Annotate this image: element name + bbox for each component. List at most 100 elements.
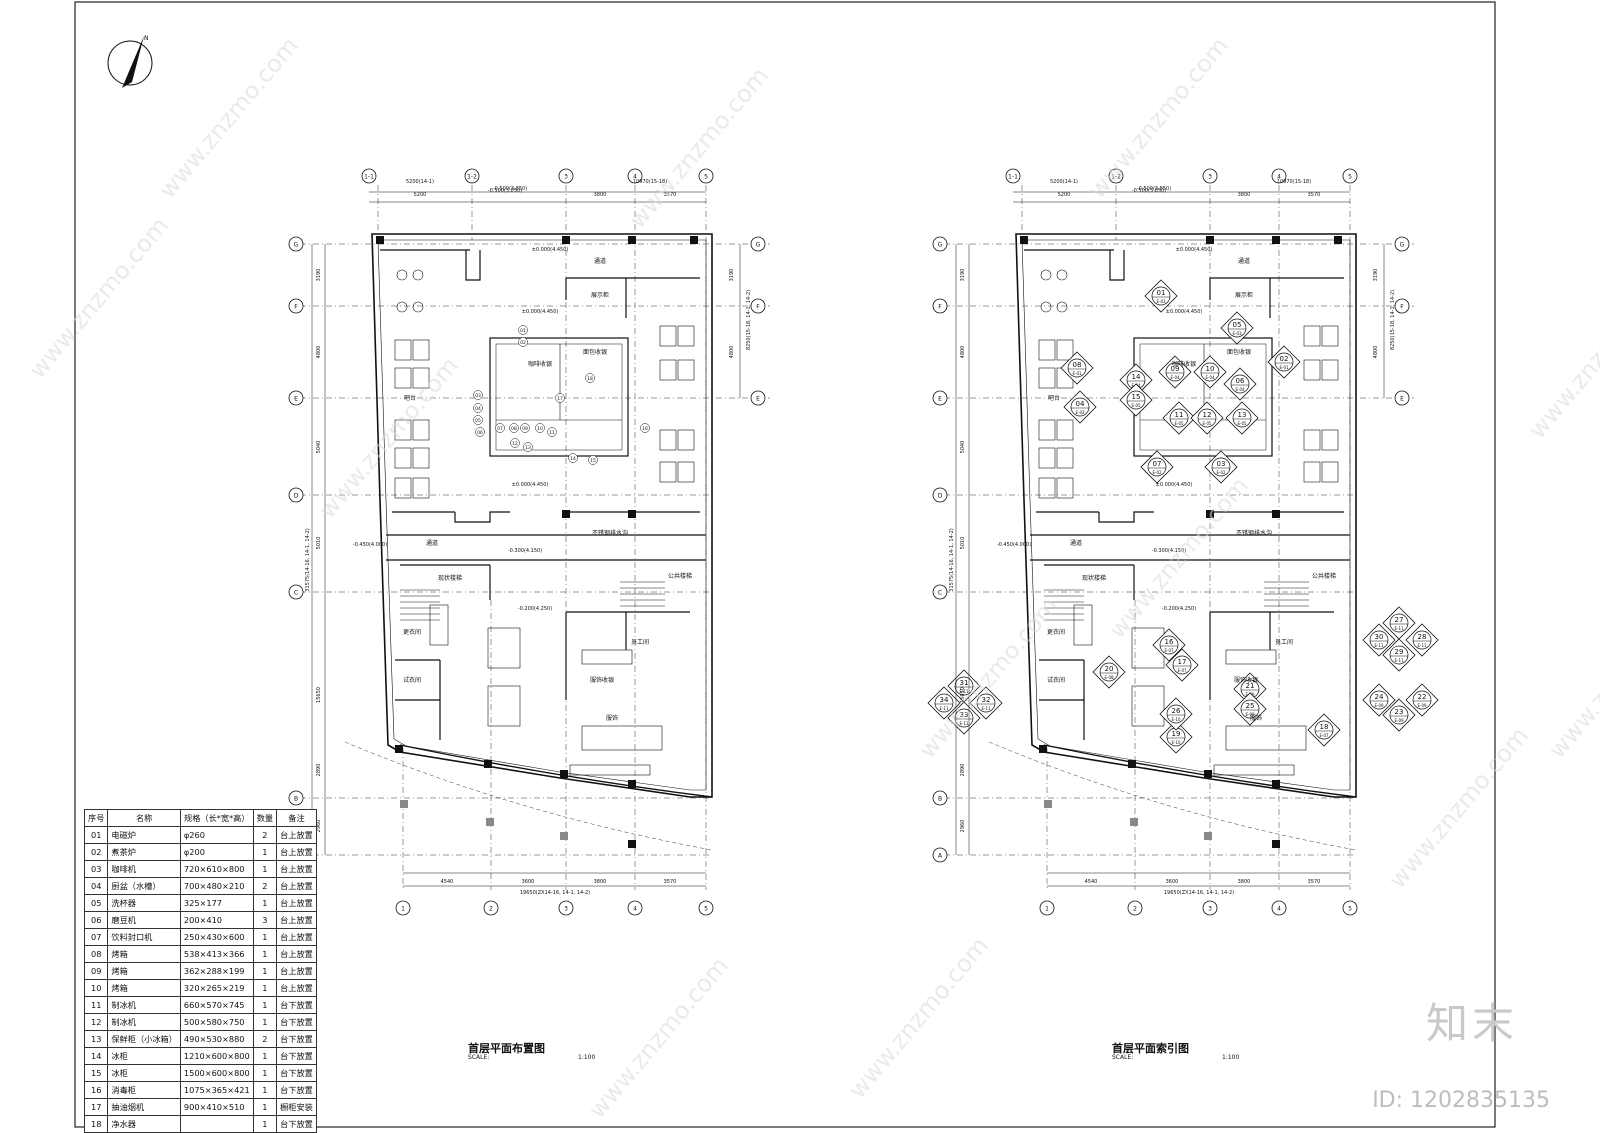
index-marker: 34E-11 [927, 686, 961, 720]
row-axis-label: D [938, 493, 943, 500]
room-label: 服饰收银 [1234, 676, 1258, 684]
column-axis-label: 1-1 [364, 174, 374, 181]
item-qty: 2 [252, 826, 278, 844]
item-spec: 660×570×745 [179, 996, 254, 1014]
item-spec: 490×530×880 [179, 1030, 254, 1048]
index-marker-number: 26 [1172, 707, 1181, 715]
room-label: 员工间 [1275, 638, 1293, 646]
item-name: 抽油烟机 [107, 1098, 181, 1116]
col-header: 规格（长*宽*高） [179, 809, 254, 827]
watermark-text: www.znzmo.com [1543, 592, 1600, 764]
index-marker: 26E-10 [1159, 697, 1193, 731]
elevation-label: -0.300(4.150) [508, 548, 542, 554]
index-marker-sheet: E-02 [1152, 470, 1162, 475]
row-axis-label: D [294, 493, 299, 500]
item-qty: 1 [252, 945, 278, 963]
index-marker-number: 31 [960, 679, 969, 687]
item-qty: 1 [252, 979, 278, 997]
item-note: 台上放置 [276, 928, 317, 946]
index-marker: 16E-07 [1152, 628, 1186, 662]
room-label: 公共楼梯 [668, 572, 692, 580]
column-axis-bubble [1005, 168, 1021, 184]
column-axis-bubble [558, 900, 574, 916]
right-dim-text: 4800 [1373, 346, 1379, 359]
index-marker: 22E-09 [1405, 683, 1439, 717]
equipment-marker [473, 415, 483, 425]
index-marker-number: 14 [1132, 373, 1141, 381]
column-axis-bubble [483, 900, 499, 916]
room-label: 通道 [594, 257, 606, 265]
room-label: 面包收银 [583, 348, 607, 356]
row-axis-label: F [938, 304, 942, 311]
row-axis-label: G [938, 242, 943, 249]
index-marker-circle [954, 676, 974, 696]
item-name: 烤箱 [107, 945, 181, 963]
index-marker-circle [1389, 645, 1409, 665]
right-plan: 01E-0302E-0103E-0204E-0205E-0306E-0407E-… [927, 184, 1439, 891]
row-axis-bubble [932, 790, 948, 806]
item-note: 台下放置 [276, 1013, 317, 1031]
column-axis-bubble [627, 168, 643, 184]
watermark-text: www.znzmo.com [23, 212, 174, 384]
item-note: 台下放置 [276, 1081, 317, 1099]
column-axis-label: 1-2 [467, 174, 477, 181]
index-marker-number: 11 [1175, 411, 1184, 419]
index-marker-circle [1172, 655, 1192, 675]
item-note: 台下放置 [276, 996, 317, 1014]
elevation-label: -0.500(3.850) [493, 186, 527, 192]
room-label: 展示柜 [1235, 291, 1253, 299]
left-dim-text: 4800 [960, 346, 966, 359]
index-marker-sheet: E-11 [1394, 626, 1404, 631]
elevation-label: -0.300(4.150) [1152, 548, 1186, 554]
row-axis-bubble [932, 236, 948, 252]
row-number: 18 [83, 1115, 109, 1133]
index-marker-number: 28 [1418, 633, 1427, 641]
equipment-marker [555, 393, 565, 403]
left-dim-text: 4800 [316, 346, 322, 359]
index-marker-circle [1151, 286, 1171, 306]
index-marker-sheet: E-11 [959, 721, 969, 726]
watermark-text: www.znzmo.com [1103, 472, 1254, 644]
item-spec: 500×580×750 [179, 1013, 254, 1031]
index-marker-circle [1230, 374, 1250, 394]
index-marker: 23E-09 [1382, 698, 1416, 732]
row-axis-bubble [932, 390, 948, 406]
row-number: 08 [83, 945, 109, 963]
index-marker: 29E-11 [1382, 638, 1416, 672]
equipment-marker [518, 337, 528, 347]
left-dim-text: 5040 [960, 441, 966, 454]
bottom-dim-text: 3570 [1308, 879, 1321, 885]
item-spec: 1075×365×421 [179, 1081, 254, 1099]
left-scale-label: SCALE: [468, 1054, 490, 1061]
index-marker-number: 21 [1246, 682, 1255, 690]
index-marker-number: 08 [1073, 361, 1082, 369]
col-header: 数量 [252, 809, 278, 827]
index-marker-sheet: E-10 [1171, 740, 1181, 745]
column-axis-label: 1 [1045, 906, 1049, 913]
index-marker-sheet: E-05 [1237, 421, 1247, 426]
item-spec: 1210×600×800 [179, 1047, 254, 1065]
equipment-marker-label: 03 [475, 393, 481, 399]
top-dim-text: -0.500(3.850) [1132, 188, 1166, 194]
elevation-label: -0.200(4.250) [518, 606, 552, 612]
row-axis-label: E [294, 396, 298, 403]
row-number: 06 [83, 911, 109, 929]
elevation-label: ±0.000(4.450) [1176, 247, 1213, 253]
column-axis-label: 1 [401, 906, 405, 913]
row-axis-bubble [1394, 236, 1410, 252]
index-marker-number: 22 [1418, 693, 1427, 701]
equipment-marker [473, 403, 483, 413]
item-name: 饮料封口机 [107, 928, 181, 946]
index-marker-sheet: E-09 [1394, 718, 1404, 723]
index-marker-circle [1389, 613, 1409, 633]
elevation-label: ±0.000(4.450) [512, 482, 549, 488]
item-name: 制冰机 [107, 1013, 181, 1031]
row-axis-bubble [750, 236, 766, 252]
left-dim-text: 3190 [960, 269, 966, 282]
